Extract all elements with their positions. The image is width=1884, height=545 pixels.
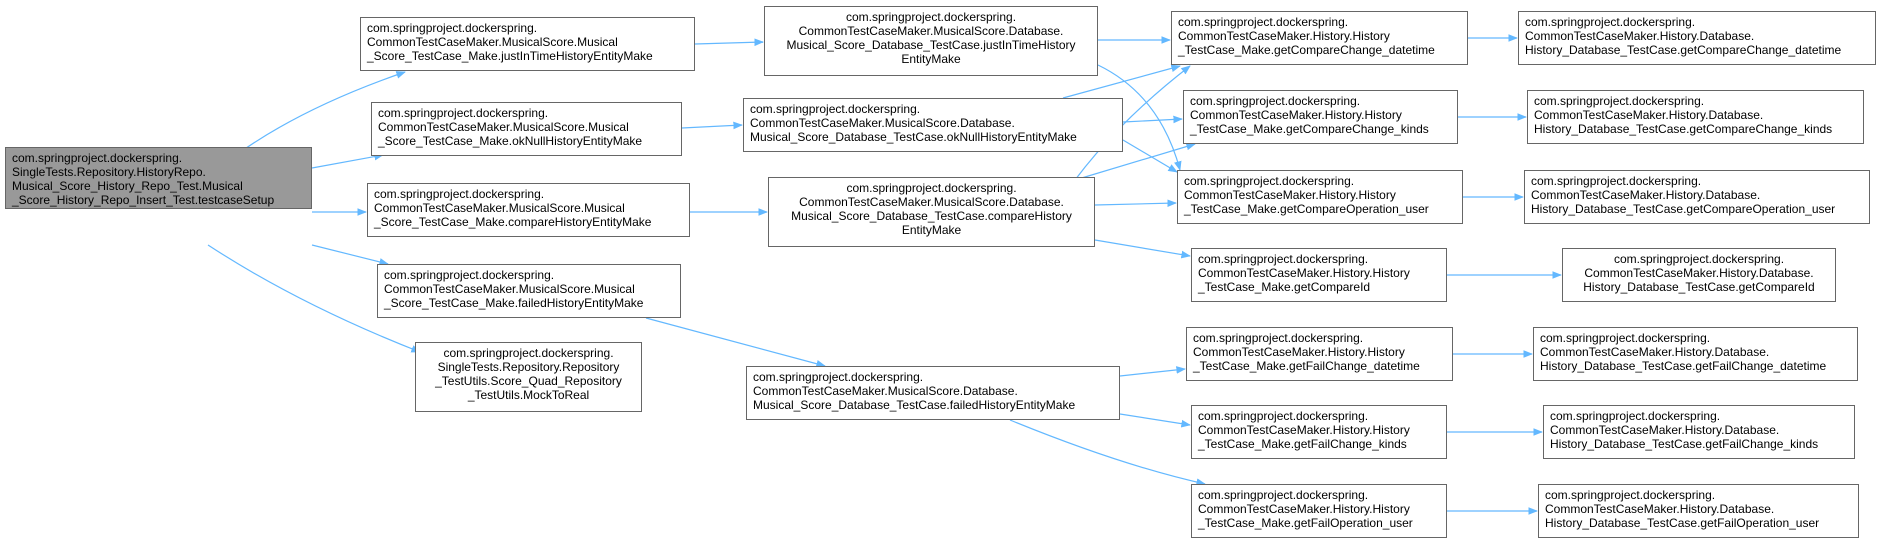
node-history-compare-id[interactable]: com.springproject.dockerspring. CommonTe… bbox=[1191, 248, 1447, 302]
edge-db-failed-to-h-fc-kinds bbox=[1119, 413, 1191, 428]
edge-mk-jit-to-db-jit bbox=[694, 38, 764, 47]
node-history-compare-operation-user[interactable]: com.springproject.dockerspring. CommonTe… bbox=[1177, 170, 1463, 224]
edge-db-oknull-to-h-cc-kinds bbox=[1122, 115, 1183, 124]
node-history-db-fail-operation-user[interactable]: com.springproject.dockerspring. CommonTe… bbox=[1538, 484, 1859, 538]
node-history-db-fail-change-datetime[interactable]: com.springproject.dockerspring. CommonTe… bbox=[1533, 327, 1858, 381]
edge-db-oknull-to-h-cc-datetime bbox=[1062, 64, 1181, 99]
node-mock-to-real[interactable]: com.springproject.dockerspring. SingleTe… bbox=[415, 342, 642, 412]
node-musical-score-oknull[interactable]: com.springproject.dockerspring. CommonTe… bbox=[371, 102, 682, 156]
edge-root-to-mk-oknull bbox=[311, 152, 384, 169]
node-database-oknull[interactable]: com.springproject.dockerspring. CommonTe… bbox=[743, 98, 1123, 152]
edge-db-failed-to-h-fc-datetime bbox=[1119, 366, 1186, 377]
node-musical-score-failed[interactable]: com.springproject.dockerspring. CommonTe… bbox=[377, 264, 681, 318]
edge-db-compare-to-h-cid bbox=[1094, 239, 1191, 259]
node-history-compare-change-datetime[interactable]: com.springproject.dockerspring. CommonTe… bbox=[1171, 11, 1468, 65]
node-history-db-fail-change-kinds[interactable]: com.springproject.dockerspring. CommonTe… bbox=[1543, 405, 1855, 459]
edge-root-to-utils bbox=[207, 244, 421, 353]
node-history-db-compare-change-datetime[interactable]: com.springproject.dockerspring. CommonTe… bbox=[1518, 11, 1876, 65]
node-musical-score-compare[interactable]: com.springproject.dockerspring. CommonTe… bbox=[367, 183, 690, 237]
node-root-testcase-setup[interactable]: com.springproject.dockerspring. SingleTe… bbox=[5, 147, 312, 209]
edge-db-compare-to-h-co-user bbox=[1094, 199, 1177, 208]
node-musical-score-justintime[interactable]: com.springproject.dockerspring. CommonTe… bbox=[360, 17, 695, 71]
node-database-compare[interactable]: com.springproject.dockerspring. CommonTe… bbox=[768, 177, 1095, 247]
edge-db-jit-to-h-co-user bbox=[1097, 64, 1182, 171]
node-database-justintime[interactable]: com.springproject.dockerspring. CommonTe… bbox=[764, 6, 1098, 76]
edge-db-failed-to-h-fo-user bbox=[1009, 419, 1206, 486]
edge-db-compare-to-h-cc-kinds bbox=[1074, 142, 1196, 181]
node-database-failed[interactable]: com.springproject.dockerspring. CommonTe… bbox=[746, 366, 1120, 420]
edge-root-to-mk-failed bbox=[311, 244, 389, 266]
edge-db-oknull-to-h-co-user bbox=[1122, 139, 1178, 173]
edge-mk-oknull-to-db-oknull bbox=[681, 121, 743, 130]
node-history-db-compare-change-kinds[interactable]: com.springproject.dockerspring. CommonTe… bbox=[1527, 90, 1864, 144]
edge-mk-failed-to-db-failed bbox=[645, 317, 826, 368]
node-history-db-compare-operation-user[interactable]: com.springproject.dockerspring. CommonTe… bbox=[1524, 170, 1870, 224]
node-history-db-compare-id[interactable]: com.springproject.dockerspring. CommonTe… bbox=[1562, 248, 1836, 302]
node-history-fail-change-datetime[interactable]: com.springproject.dockerspring. CommonTe… bbox=[1186, 327, 1453, 381]
node-history-compare-change-kinds[interactable]: com.springproject.dockerspring. CommonTe… bbox=[1183, 90, 1458, 144]
edge-db-compare-to-h-cc-datetime bbox=[1074, 65, 1191, 181]
node-history-fail-operation-user[interactable]: com.springproject.dockerspring. CommonTe… bbox=[1191, 484, 1447, 538]
node-history-fail-change-kinds[interactable]: com.springproject.dockerspring. CommonTe… bbox=[1191, 405, 1447, 459]
